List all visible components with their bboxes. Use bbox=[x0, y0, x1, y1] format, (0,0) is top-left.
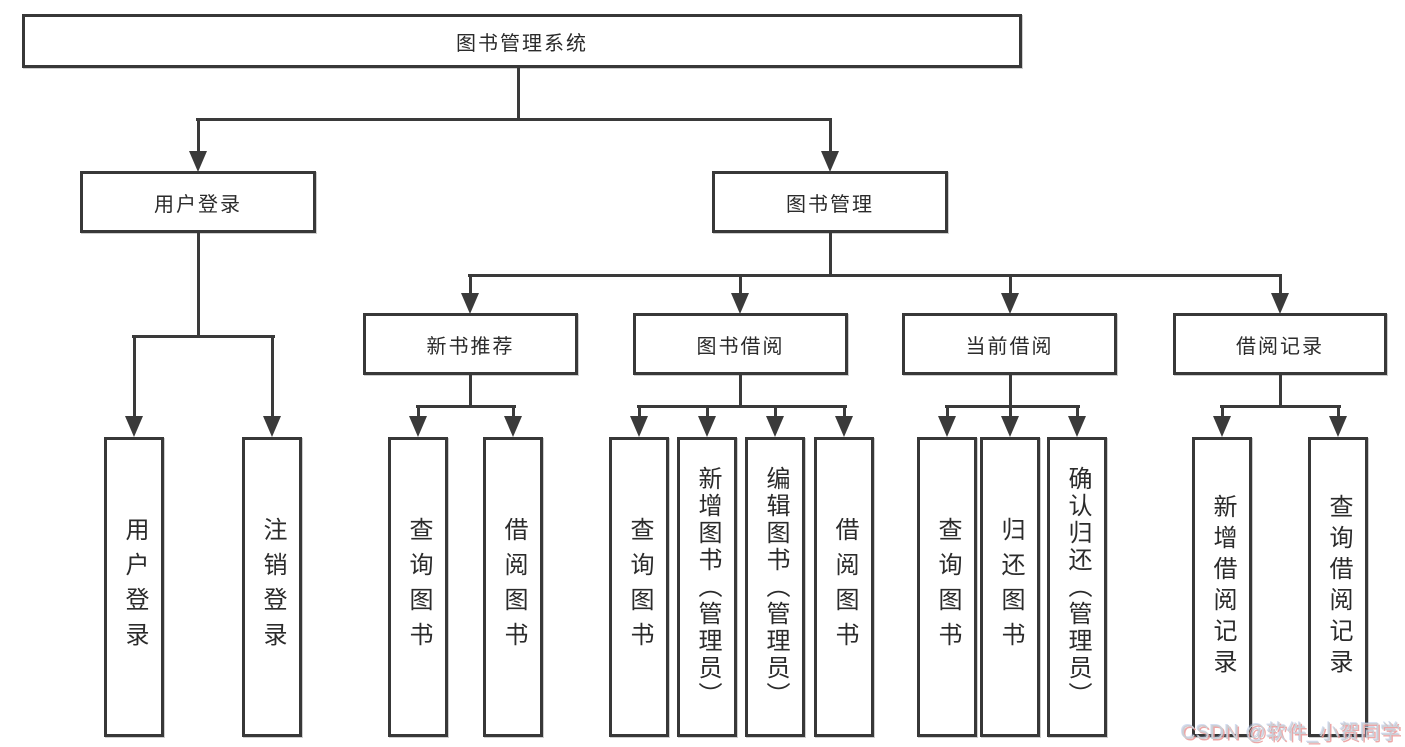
connector-vline bbox=[739, 375, 742, 407]
leaf-query-books-recommend: 查询图书 bbox=[388, 437, 448, 737]
node-label: 查询图书 bbox=[934, 517, 961, 657]
node-current-borrowing: 当前借阅 bbox=[902, 313, 1117, 375]
node-label: 图书管理系统 bbox=[456, 32, 588, 55]
node-label: 用户登录 bbox=[121, 517, 148, 657]
connector-hline bbox=[468, 274, 1282, 277]
node-new-book-recommendation: 新书推荐 bbox=[363, 313, 578, 375]
connector-vline bbox=[946, 405, 949, 418]
leaf-add-book-admin: 新增图书（管理员） bbox=[677, 437, 737, 737]
connector-vline bbox=[1221, 405, 1224, 418]
leaf-query-borrow-record: 查询借阅记录 bbox=[1308, 437, 1368, 737]
connector-vline bbox=[469, 375, 472, 407]
leaf-return-book: 归还图书 bbox=[980, 437, 1040, 737]
node-book-borrowing: 图书借阅 bbox=[633, 313, 848, 375]
connector-hline bbox=[196, 118, 832, 121]
connector-vline bbox=[706, 405, 709, 418]
node-label: 新书推荐 bbox=[426, 335, 515, 358]
node-label: 注销登录 bbox=[259, 517, 286, 657]
node-book-management: 图书管理 bbox=[712, 171, 948, 233]
connector-vline bbox=[1076, 405, 1079, 418]
leaf-user-login: 用户登录 bbox=[104, 437, 164, 737]
connector-vline bbox=[469, 274, 472, 294]
arrow-down-icon bbox=[835, 416, 853, 437]
connector-vline bbox=[417, 405, 420, 418]
connector-vline bbox=[133, 335, 136, 416]
node-label: 借阅记录 bbox=[1236, 335, 1324, 358]
arrow-down-icon bbox=[1001, 416, 1019, 437]
connector-hline bbox=[132, 335, 275, 338]
arrow-down-icon bbox=[1329, 416, 1347, 437]
connector-hline bbox=[945, 405, 1080, 408]
arrow-down-icon bbox=[938, 416, 956, 437]
node-label: 确认归还（管理员） bbox=[1064, 465, 1091, 709]
connector-vline bbox=[739, 274, 742, 294]
node-label: 查询借阅记录 bbox=[1325, 494, 1352, 680]
node-borrowing-records: 借阅记录 bbox=[1173, 313, 1387, 375]
connector-vline bbox=[197, 233, 200, 337]
connector-vline bbox=[638, 405, 641, 418]
connector-vline bbox=[774, 405, 777, 418]
leaf-logout: 注销登录 bbox=[242, 437, 302, 737]
connector-vline bbox=[843, 405, 846, 418]
leaf-borrow-books-borrowing: 借阅图书 bbox=[814, 437, 874, 737]
node-label: 借阅图书 bbox=[500, 517, 527, 657]
arrow-down-icon bbox=[1001, 293, 1019, 314]
arrow-down-icon bbox=[766, 416, 784, 437]
node-user-login: 用户登录 bbox=[80, 171, 316, 233]
node-label: 归还图书 bbox=[997, 517, 1024, 657]
connector-vline bbox=[1009, 274, 1012, 294]
node-label: 当前借阅 bbox=[965, 335, 1054, 358]
node-label: 图书借阅 bbox=[696, 335, 785, 358]
leaf-confirm-return-admin: 确认归还（管理员） bbox=[1047, 437, 1107, 737]
arrow-down-icon bbox=[821, 151, 839, 172]
connector-hline bbox=[1220, 405, 1341, 408]
arrow-down-icon bbox=[731, 293, 749, 314]
arrow-down-icon bbox=[461, 293, 479, 314]
connector-vline bbox=[1337, 405, 1340, 418]
arrow-down-icon bbox=[1068, 416, 1086, 437]
connector-vline bbox=[1009, 375, 1012, 407]
arrow-down-icon bbox=[504, 416, 522, 437]
node-label: 查询图书 bbox=[405, 517, 432, 657]
arrow-down-icon bbox=[189, 151, 207, 172]
arrow-down-icon bbox=[125, 416, 143, 437]
node-label: 查询图书 bbox=[626, 517, 653, 657]
csdn-watermark: CSDN @软件_小贺同学 bbox=[1181, 722, 1402, 744]
node-label: 用户登录 bbox=[154, 193, 242, 216]
node-label: 图书管理 bbox=[786, 193, 874, 216]
node-label: 新增图书（管理员） bbox=[694, 465, 721, 709]
connector-vline bbox=[512, 405, 515, 418]
connector-vline bbox=[1279, 274, 1282, 294]
node-root-library-management-system: 图书管理系统 bbox=[22, 14, 1022, 68]
connector-hline bbox=[637, 405, 847, 408]
node-label: 借阅图书 bbox=[831, 517, 858, 657]
connector-hline bbox=[416, 405, 516, 408]
connector-vline bbox=[271, 335, 274, 416]
connector-vline bbox=[517, 68, 520, 118]
connector-vline bbox=[829, 118, 832, 154]
leaf-query-books-borrowing: 查询图书 bbox=[609, 437, 669, 737]
arrow-down-icon bbox=[630, 416, 648, 437]
arrow-down-icon bbox=[698, 416, 716, 437]
node-label: 编辑图书（管理员） bbox=[762, 465, 789, 709]
leaf-edit-book-admin: 编辑图书（管理员） bbox=[745, 437, 805, 737]
leaf-borrow-books-recommend: 借阅图书 bbox=[483, 437, 543, 737]
leaf-query-books-current: 查询图书 bbox=[917, 437, 977, 737]
connector-vline bbox=[1009, 405, 1012, 418]
arrow-down-icon bbox=[263, 416, 281, 437]
arrow-down-icon bbox=[1213, 416, 1231, 437]
arrow-down-icon bbox=[1271, 293, 1289, 314]
arrow-down-icon bbox=[409, 416, 427, 437]
connector-vline bbox=[197, 118, 200, 154]
node-label: 新增借阅记录 bbox=[1209, 494, 1236, 680]
leaf-add-borrow-record: 新增借阅记录 bbox=[1192, 437, 1252, 737]
connector-vline bbox=[829, 233, 832, 276]
connector-vline bbox=[1279, 375, 1282, 407]
